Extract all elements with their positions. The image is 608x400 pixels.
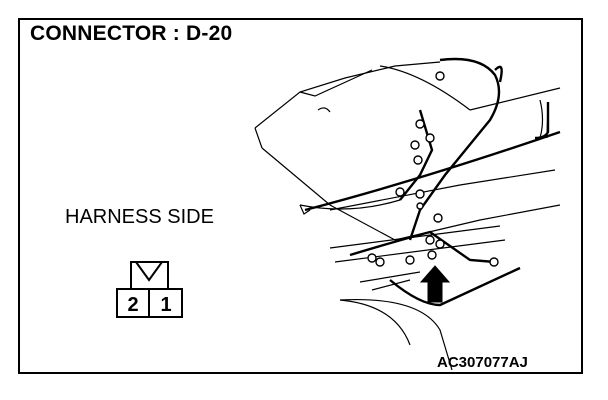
figure-frame	[18, 18, 583, 374]
fender-curve	[339, 298, 453, 371]
windshield-top	[254, 61, 441, 129]
windshield-bottom	[261, 147, 396, 241]
car-body-lines	[254, 61, 561, 371]
connector-diagram	[116, 261, 183, 318]
roof-edge	[469, 87, 561, 111]
harness-branch	[349, 230, 496, 264]
connector-lock	[130, 261, 169, 290]
cowl-line	[329, 169, 556, 211]
harness-connectors	[367, 71, 499, 267]
connector-title: CONNECTOR : D-20	[30, 22, 233, 45]
connector-pin-label: 2	[127, 294, 138, 316]
connector-lock-mark	[135, 261, 163, 282]
figure-code: AC307077AJ	[437, 354, 528, 371]
harness-side-label: HARNESS SIDE	[65, 206, 214, 228]
harness-main-2	[408, 57, 501, 241]
harness-main-1	[304, 130, 561, 212]
harness-lower	[389, 266, 521, 307]
connector-pin-label: 1	[160, 294, 171, 316]
location-arrow	[419, 265, 451, 303]
wiring-harness	[304, 57, 561, 307]
